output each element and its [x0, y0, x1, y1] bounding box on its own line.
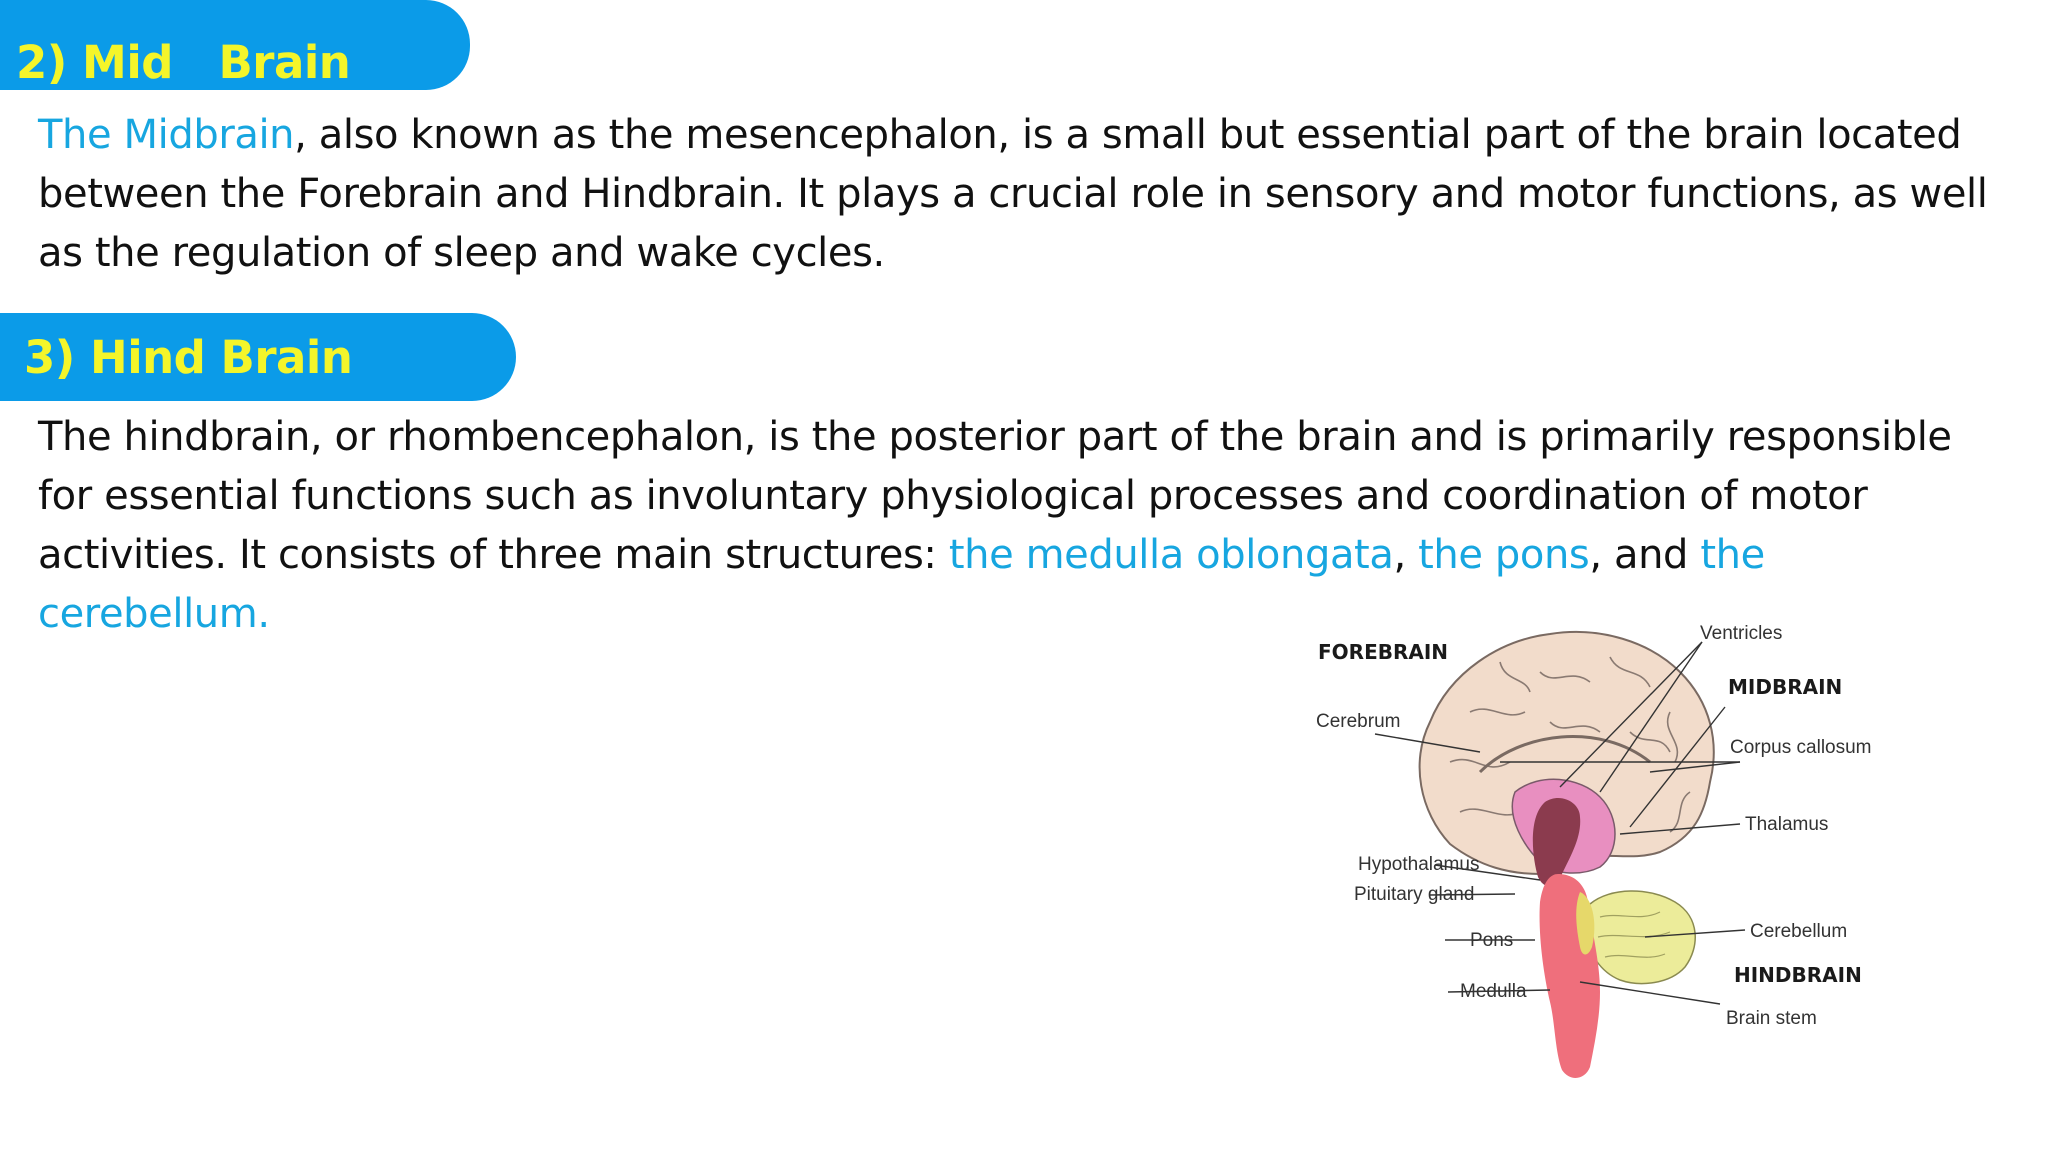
brain-stem-label: Brain stem — [1726, 1008, 1817, 1029]
thalamus-label: Thalamus — [1745, 814, 1828, 835]
brain-diagram-svg: FOREBRAIN MIDBRAIN HINDBRAIN Ventricles … — [1316, 623, 1872, 1078]
forebrain-label: FOREBRAIN — [1318, 640, 1448, 664]
midbrain-highlight: The Midbrain — [38, 112, 295, 158]
leader-lines — [1374, 641, 1746, 1005]
cerebellum-label: Cerebellum — [1750, 921, 1847, 942]
midbrain-heading-banner: 2) Mid Brain — [0, 0, 470, 90]
pons-highlight: the pons — [1418, 532, 1590, 578]
hindbrain-paragraph: The hindbrain, or rhombencephalon, is th… — [38, 408, 1998, 644]
hindbrain-label: HINDBRAIN — [1734, 963, 1862, 987]
comma-text: , — [1393, 532, 1406, 578]
pons-label: Pons — [1470, 930, 1513, 951]
thalamus-shape — [1532, 797, 1581, 887]
midbrain-text: , also known as the mesencephalon, is a … — [38, 112, 1988, 276]
corpus-callosum-label: Corpus callosum — [1730, 737, 1872, 758]
medulla-label: Medulla — [1460, 981, 1527, 1002]
and-text: , and — [1589, 532, 1701, 578]
pituitary-label: Pituitary gland — [1354, 884, 1474, 905]
ventricles-label: Ventricles — [1700, 623, 1782, 644]
cerebellum-folia — [1597, 911, 1671, 958]
midbrain-heading: 2) Mid Brain — [16, 36, 351, 89]
hypothalamus-label: Hypothalamus — [1358, 854, 1479, 875]
medulla-highlight: the medulla oblongata — [948, 532, 1394, 578]
cerebellum-shape — [1583, 890, 1696, 985]
gyri-lines — [1449, 656, 1691, 833]
midbrain-label: MIDBRAIN — [1728, 675, 1842, 699]
pons-shape — [1576, 892, 1595, 955]
brain-diagram: FOREBRAIN MIDBRAIN HINDBRAIN Ventricles … — [1300, 612, 1910, 1092]
midbrain-paragraph: The Midbrain, also known as the mesencep… — [38, 106, 1998, 283]
hindbrain-heading: 3) Hind Brain — [24, 331, 353, 384]
hindbrain-text: The hindbrain, or rhombencephalon, is th… — [38, 414, 1952, 578]
corpus-callosum-shape — [1478, 735, 1651, 774]
hindbrain-heading-banner: 3) Hind Brain — [0, 313, 516, 401]
cerebrum-label: Cerebrum — [1316, 711, 1400, 732]
cerebellum-highlight: the cerebellum. — [38, 532, 1765, 637]
